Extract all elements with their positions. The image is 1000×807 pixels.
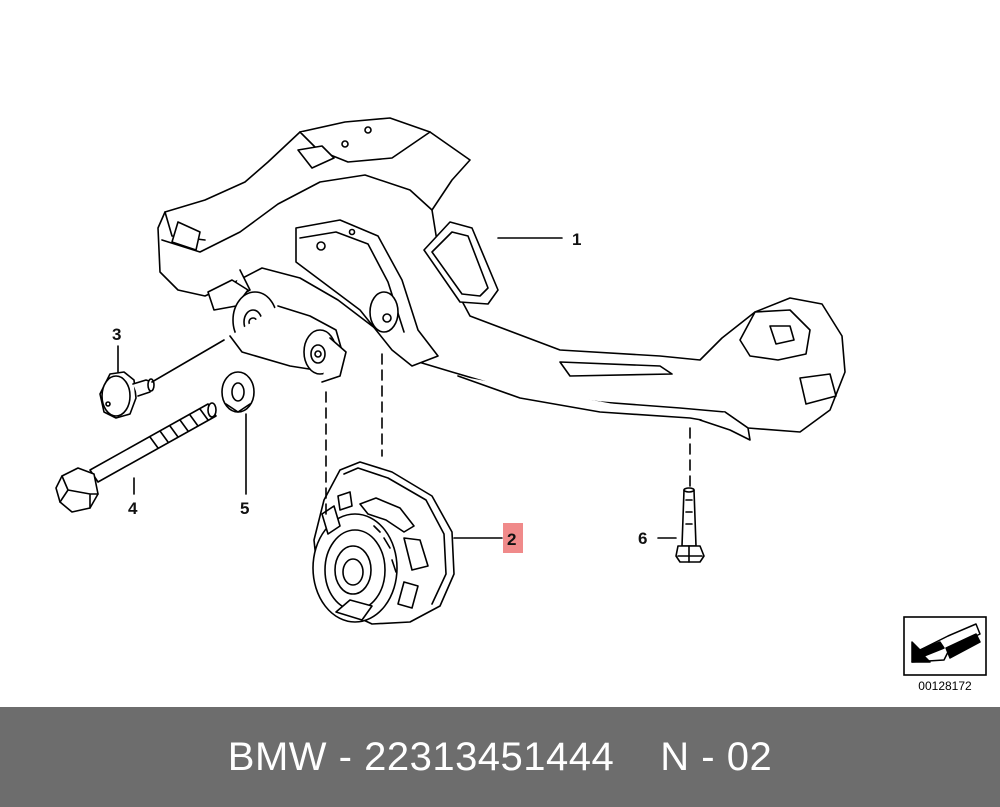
- callout-1-label: 1: [572, 230, 581, 249]
- bolt-part: [675, 487, 705, 563]
- callout-2-label: 2: [507, 530, 516, 549]
- part-number: 22313451444: [364, 734, 615, 779]
- hex-bolt-part: [55, 402, 217, 513]
- part-info-footer: BMW - 22313451444 N - 02: [0, 707, 1000, 807]
- callout-labels: 1 2 3 4 5 6: [112, 230, 647, 553]
- washer-part: [221, 371, 255, 413]
- callout-6-label: 6: [638, 529, 647, 548]
- pin-bolt-part: [99, 371, 155, 419]
- brand-label: BMW: [227, 734, 328, 779]
- callout-5-label: 5: [240, 499, 249, 518]
- reference-symbol: 00128172: [903, 616, 987, 693]
- exploded-parts-diagram: 1 2 3 4 5 6 00128172: [55, 117, 987, 693]
- reference-number: 00128172: [918, 679, 972, 693]
- callout-2-highlight-box: [503, 523, 523, 553]
- subframe-carrier-part: [157, 117, 846, 441]
- leader-lines: [117, 237, 677, 539]
- diagram-note: N - 02: [660, 734, 773, 779]
- callout-3-label: 3: [112, 325, 121, 344]
- footer-dash: -: [327, 734, 365, 779]
- callout-4-label: 4: [128, 499, 138, 518]
- rubber-mount-part: [312, 461, 455, 625]
- assembly-dashed-lines: [325, 353, 691, 517]
- arrow-symbol-icon: [911, 623, 981, 663]
